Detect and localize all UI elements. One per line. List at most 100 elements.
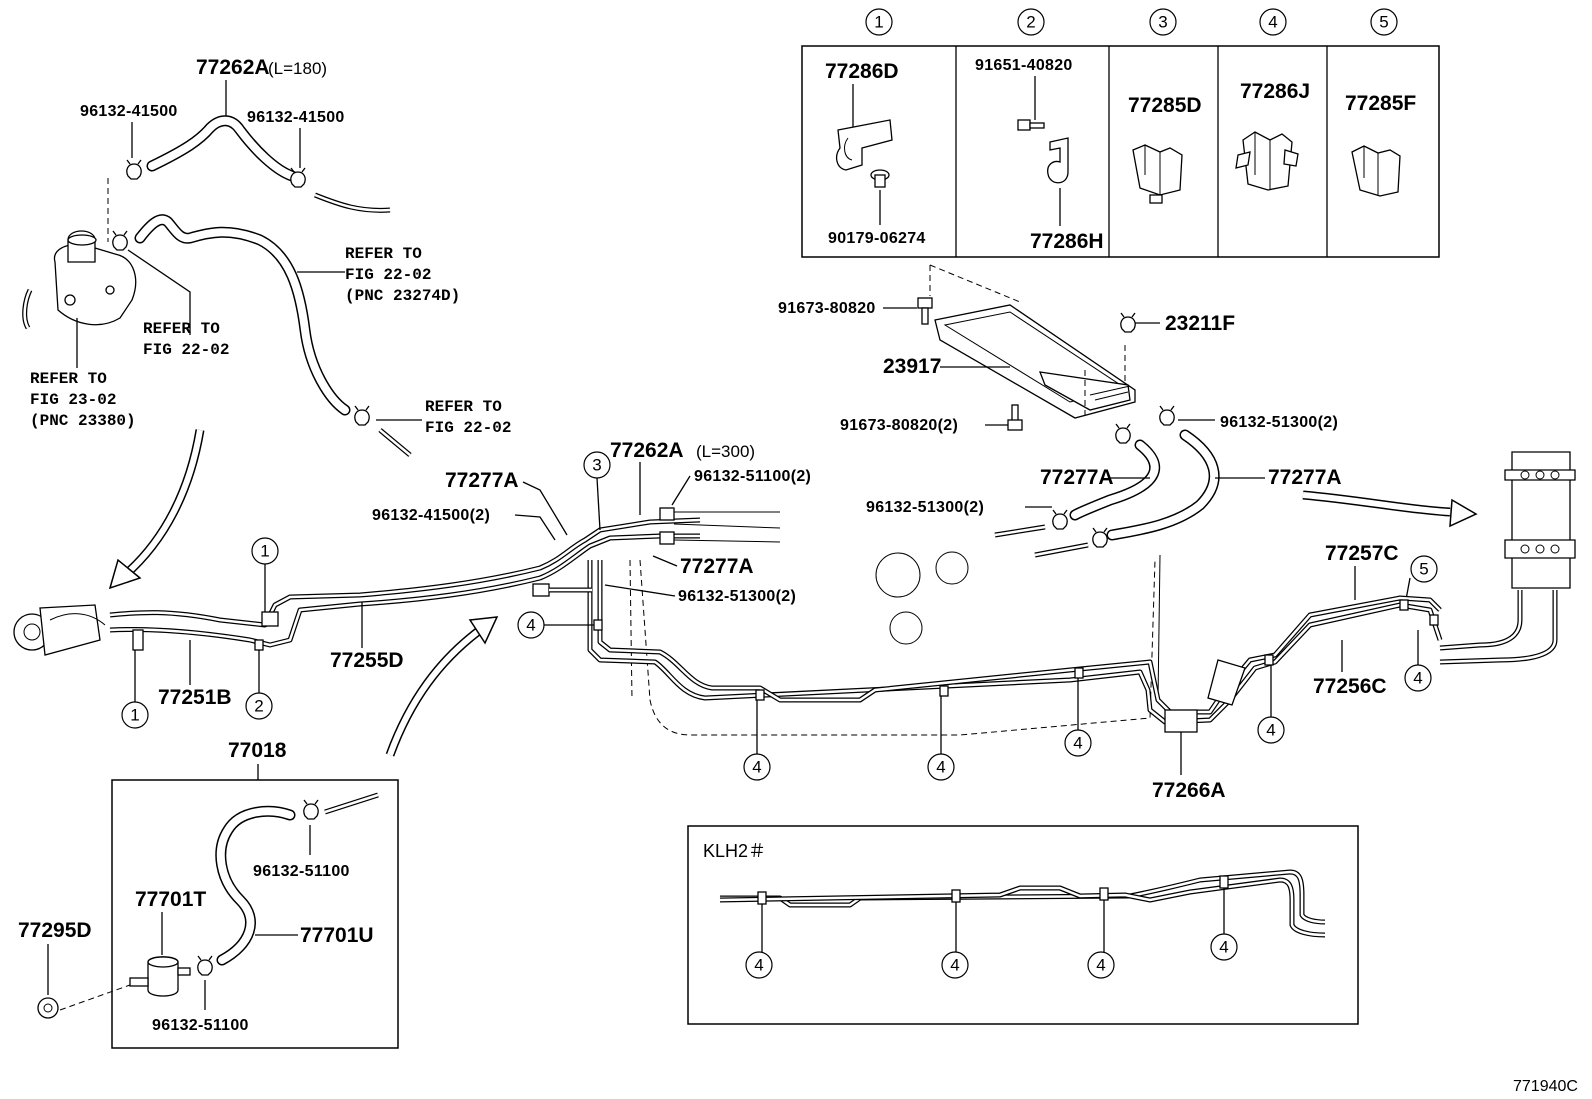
clamp-96132-41500-left-icon <box>126 159 142 180</box>
svg-text:1: 1 <box>260 542 269 561</box>
part-96132-41500-2: 96132-41500(2) <box>372 507 490 524</box>
right-assembly: 77257C 5 77256C 4 <box>1302 451 1576 698</box>
refer-fig-22-02-pnc-line1: REFER TO <box>345 245 422 263</box>
clip-77286J-icon <box>1235 131 1299 191</box>
fuel-tank-sender-icon <box>1504 451 1576 589</box>
svg-text:2: 2 <box>254 697 263 716</box>
clip-77286D-icon <box>835 119 893 171</box>
klh2-callout-4-a: 4 <box>745 951 773 979</box>
part-77255D: 77255D <box>330 649 404 672</box>
part-96132-51100-2: 96132-51100(2) <box>694 468 811 485</box>
part-77286J: 77286J <box>1240 80 1310 103</box>
bolt-91651-40820-icon <box>1017 119 1045 131</box>
plug-77295D-icon <box>37 997 59 1019</box>
part-77262A-center-length: (L=300) <box>696 442 755 461</box>
part-77285F: 77285F <box>1345 92 1416 115</box>
header-number-5: 5 <box>1370 8 1398 36</box>
arrow-up-right-icon <box>468 616 499 645</box>
clip-77285F-icon <box>1351 145 1401 197</box>
svg-text:4: 4 <box>936 758 945 777</box>
main-fuel-lines: 77266A 4 4 4 4 <box>13 439 1443 802</box>
part-77262A-top-length: (L=180) <box>268 59 327 78</box>
vacuum-valve-77701T-icon <box>129 956 191 997</box>
svg-text:4: 4 <box>754 956 763 975</box>
diagram-code: 771940C <box>1513 1078 1578 1095</box>
callout-1-a: 1 <box>251 537 279 565</box>
svg-text:4: 4 <box>752 758 761 777</box>
svg-text:1: 1 <box>130 706 139 725</box>
callout-4-b: 4 <box>927 753 955 781</box>
arrow-right-icon <box>1449 498 1478 528</box>
refer-fig-22-02-a-line1: REFER TO <box>143 320 220 338</box>
part-77701T: 77701T <box>135 888 206 911</box>
part-77277A-right: 77277A <box>1268 466 1342 489</box>
part-77266A: 77266A <box>1152 779 1226 802</box>
klh2-callout-4-d: 4 <box>1210 933 1238 961</box>
callout-4-e: 4 <box>517 611 545 639</box>
part-77295D: 77295D <box>18 919 92 942</box>
part-77285D: 77285D <box>1128 94 1202 117</box>
clip-77286H-icon <box>1047 137 1069 184</box>
hose-refer-22-02 <box>134 214 351 416</box>
bolt-91673-bottom-icon <box>1007 404 1023 431</box>
refer-fig-23-02-line3: (PNC 23380) <box>30 412 136 430</box>
part-91651-40820: 91651-40820 <box>975 57 1073 74</box>
arrow-down-left-icon <box>108 558 142 590</box>
svg-text:5: 5 <box>1419 560 1428 579</box>
part-77257C: 77257C <box>1325 542 1399 565</box>
svg-text:4: 4 <box>1096 956 1105 975</box>
svg-text:4: 4 <box>950 956 959 975</box>
svg-text:5: 5 <box>1379 13 1388 32</box>
svg-text:4: 4 <box>1268 13 1277 32</box>
callout-4-d: 4 <box>1257 716 1285 744</box>
box-77018: 77018 96132-51100 77701U 77701T 96132-51… <box>59 739 399 1049</box>
refer-fig-22-02-pnc-line2: FIG 22-02 <box>345 266 431 284</box>
header-number-1: 1 <box>865 8 893 36</box>
clamp-96132-51300-mid2-icon <box>1092 527 1108 548</box>
svg-text:4: 4 <box>526 616 535 635</box>
clamp-96132-51300-mid-icon <box>1052 509 1068 530</box>
box-klh2: KLH2＃ 4 4 4 4 <box>687 825 1359 1025</box>
part-77251B: 77251B <box>158 686 232 709</box>
callout-5: 5 <box>1410 555 1438 583</box>
fuel-filter-housing-icon <box>22 230 137 330</box>
part-23917: 23917 <box>883 355 941 378</box>
part-91673-80820-bottom: 91673-80820(2) <box>840 417 958 434</box>
part-77286H: 77286H <box>1030 230 1104 253</box>
callout-1-b: 1 <box>121 701 149 729</box>
fuel-filter-inline-icon <box>1207 659 1246 706</box>
part-96132-51100-bottom: 96132-51100 <box>152 1017 249 1034</box>
callout-3: 3 <box>583 451 611 479</box>
part-96132-51300-right: 96132-51300(2) <box>1220 414 1338 431</box>
clamp-96132-41500-right-icon <box>290 167 306 188</box>
clamp-23211F-icon <box>1120 312 1136 333</box>
part-90179-06274: 90179-06274 <box>828 230 926 247</box>
refer-fig-22-02-a-line2: FIG 22-02 <box>143 341 229 359</box>
part-96132-51100-top: 96132-51100 <box>253 863 350 880</box>
callout-4-a: 4 <box>743 753 771 781</box>
part-77277A-lower: 77277A <box>680 555 754 578</box>
part-77277A-mid: 77277A <box>1040 466 1114 489</box>
part-77701U: 77701U <box>300 924 374 947</box>
part-23211F: 23211F <box>1165 312 1235 335</box>
svg-text:3: 3 <box>1158 13 1167 32</box>
refer-fig-23-02-line1: REFER TO <box>30 370 107 388</box>
klh2-callout-4-c: 4 <box>1087 951 1115 979</box>
part-77262A-top: 77262A <box>196 56 270 79</box>
part-77286D: 77286D <box>825 60 899 83</box>
top-left-assembly: 77262A (L=180) 96132-41500 96132-41500 <box>22 56 511 590</box>
part-77018: 77018 <box>228 739 287 762</box>
svg-text:1: 1 <box>874 13 883 32</box>
part-77256C: 77256C <box>1313 675 1387 698</box>
part-77262A-center: 77262A <box>610 439 684 462</box>
header-number-3: 3 <box>1149 8 1177 36</box>
clip-legend-table: 1 2 3 4 5 77286D 90179-06274 <box>801 8 1440 258</box>
refer-fig-22-02-pnc-line3: (PNC 23274D) <box>345 287 460 305</box>
callout-4-c: 4 <box>1064 729 1092 757</box>
clamp-refer-22-02-icon <box>354 405 370 426</box>
part-96132-41500-right: 96132-41500 <box>247 109 345 126</box>
refer-fig-22-02-b-line1: REFER TO <box>425 398 502 416</box>
header-number-4: 4 <box>1259 8 1287 36</box>
svg-text:3: 3 <box>592 456 601 475</box>
